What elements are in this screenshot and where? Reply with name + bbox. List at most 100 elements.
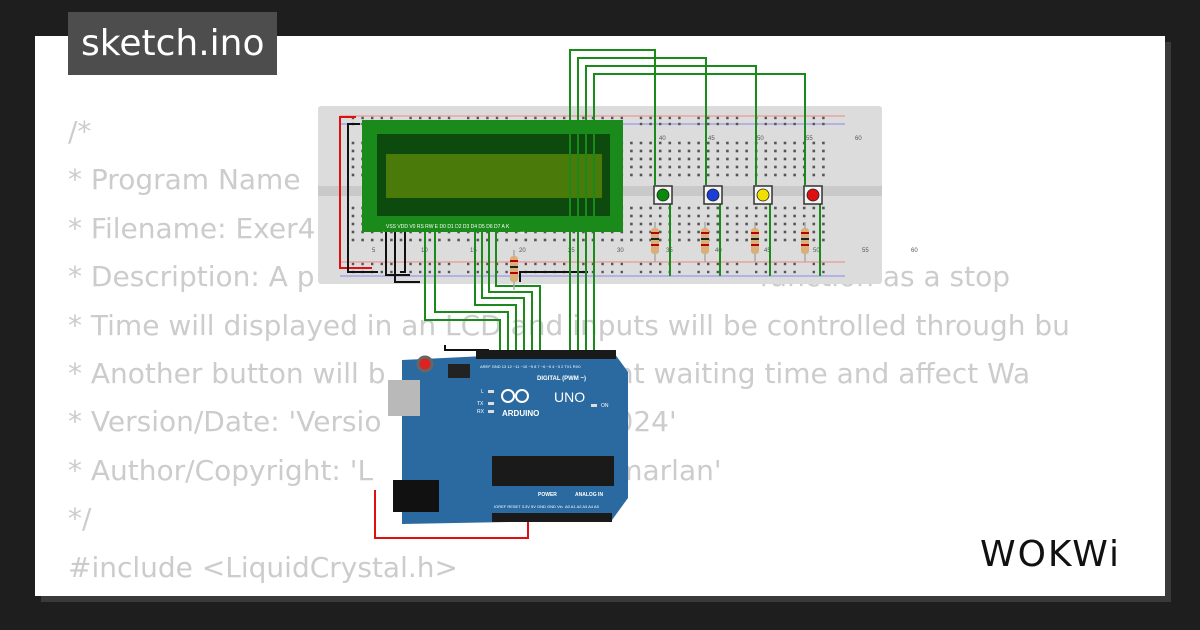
breadboard-hole <box>716 149 720 153</box>
breadboard-hole <box>649 206 652 210</box>
breadboard-hole <box>697 230 700 234</box>
rail-hole <box>419 262 422 266</box>
breadboard-hole <box>793 214 796 218</box>
rail-hole <box>812 122 815 126</box>
code-line: #include <LiquidCrystal.h> <box>68 550 458 584</box>
breadboard-hole <box>726 230 729 234</box>
rail-hole <box>707 270 710 274</box>
rail-hole <box>735 262 739 266</box>
rail-hole <box>822 122 825 126</box>
file-tab[interactable]: sketch.ino <box>68 12 278 75</box>
rail-hole <box>697 262 700 266</box>
breadboard-hole <box>706 165 710 169</box>
breadboard-hole <box>716 222 720 226</box>
rail-hole <box>611 262 614 266</box>
rail-hole <box>812 262 815 266</box>
column-number: 20 <box>519 248 526 254</box>
rail-hole <box>783 122 787 126</box>
breadboard-hole <box>822 230 825 234</box>
breadboard-hole <box>562 238 566 242</box>
breadboard-hole <box>678 173 681 177</box>
rail-hole <box>486 270 489 274</box>
breadboard-hole <box>735 149 739 153</box>
breadboard-hole <box>553 238 556 242</box>
breadboard-hole <box>630 222 633 226</box>
breadboard-hole <box>697 149 700 153</box>
breadboard-hole <box>658 149 662 153</box>
breadboard-hole <box>745 206 748 210</box>
rail-hole <box>505 116 508 120</box>
breadboard-hole <box>649 149 652 153</box>
breadboard-hole <box>418 238 422 242</box>
breadboard-hole <box>687 222 691 226</box>
resistor-1 <box>651 222 659 262</box>
breadboard-hole <box>351 157 355 161</box>
rail-hole <box>755 270 758 274</box>
breadboard-hole <box>726 165 729 169</box>
breadboard-hole <box>774 173 777 177</box>
breadboard-hole <box>812 157 816 161</box>
breadboard-hole <box>639 214 643 218</box>
breadboard-hole <box>764 230 768 234</box>
breadboard-hole <box>793 173 796 177</box>
column-number: 55 <box>806 136 813 142</box>
breadboard-hole <box>726 238 729 242</box>
breadboard-hole <box>774 230 777 234</box>
rail-hole <box>726 116 729 120</box>
rail-hole <box>582 262 585 266</box>
rail-hole <box>419 116 422 120</box>
rail-hole <box>659 116 662 120</box>
breadboard-hole <box>812 230 816 234</box>
breadboard-hole <box>706 173 710 177</box>
breadboard-hole <box>678 157 681 161</box>
breadboard-hole <box>774 165 777 169</box>
resistor-3 <box>751 222 759 262</box>
breadboard-hole <box>716 157 720 161</box>
breadboard-hole <box>764 206 768 210</box>
power-jack <box>393 480 439 512</box>
breadboard-hole <box>687 206 691 210</box>
atmega-chip <box>492 456 614 486</box>
lcd-pin-labels: VSS VDD V0 RS RW E D0 D1 D2 D3 D4 D5 D6 … <box>386 224 510 230</box>
column-number: 45 <box>764 248 771 254</box>
breadboard-hole <box>793 165 796 169</box>
breadboard-hole <box>745 238 748 242</box>
breadboard-hole <box>774 206 777 210</box>
breadboard-hole <box>351 149 355 153</box>
breadboard-hole <box>754 206 758 210</box>
breadboard-hole <box>822 238 825 242</box>
breadboard-hole <box>745 149 748 153</box>
rail-hole <box>783 116 787 120</box>
tx-label: TX <box>477 401 484 407</box>
rail-hole <box>716 116 719 120</box>
code-line: * Filename: Exer4 <box>68 211 316 245</box>
breadboard-hole <box>783 206 787 210</box>
on-label: ON <box>601 403 609 409</box>
rail-hole <box>764 116 767 120</box>
rail-hole <box>524 262 527 266</box>
breadboard-hole <box>697 165 700 169</box>
rail-hole <box>793 262 796 266</box>
breadboard-hole <box>697 222 700 226</box>
rail-hole <box>409 116 412 120</box>
button-cap <box>656 188 670 202</box>
breadboard-hole <box>678 149 681 153</box>
rail-hole <box>774 262 777 266</box>
breadboard-hole <box>802 214 806 218</box>
breadboard-hole <box>351 222 355 226</box>
rail-hole <box>620 262 623 266</box>
rail-hole <box>822 262 825 266</box>
rail-hole <box>812 116 815 120</box>
breadboard-hole <box>649 222 652 226</box>
breadboard-hole <box>630 149 633 153</box>
breadboard-hole <box>706 157 710 161</box>
lcd-display: VSS VDD V0 RS RW E D0 D1 D2 D3 D4 D5 D6 … <box>362 120 623 235</box>
breadboard-hole <box>697 206 700 210</box>
rail-hole <box>822 116 825 120</box>
breadboard-hole <box>726 206 729 210</box>
wires <box>339 49 821 539</box>
breadboard-hole <box>716 230 720 234</box>
breadboard-hole <box>783 173 787 177</box>
breadboard-hole <box>735 173 739 177</box>
breadboard-hole <box>812 141 816 145</box>
